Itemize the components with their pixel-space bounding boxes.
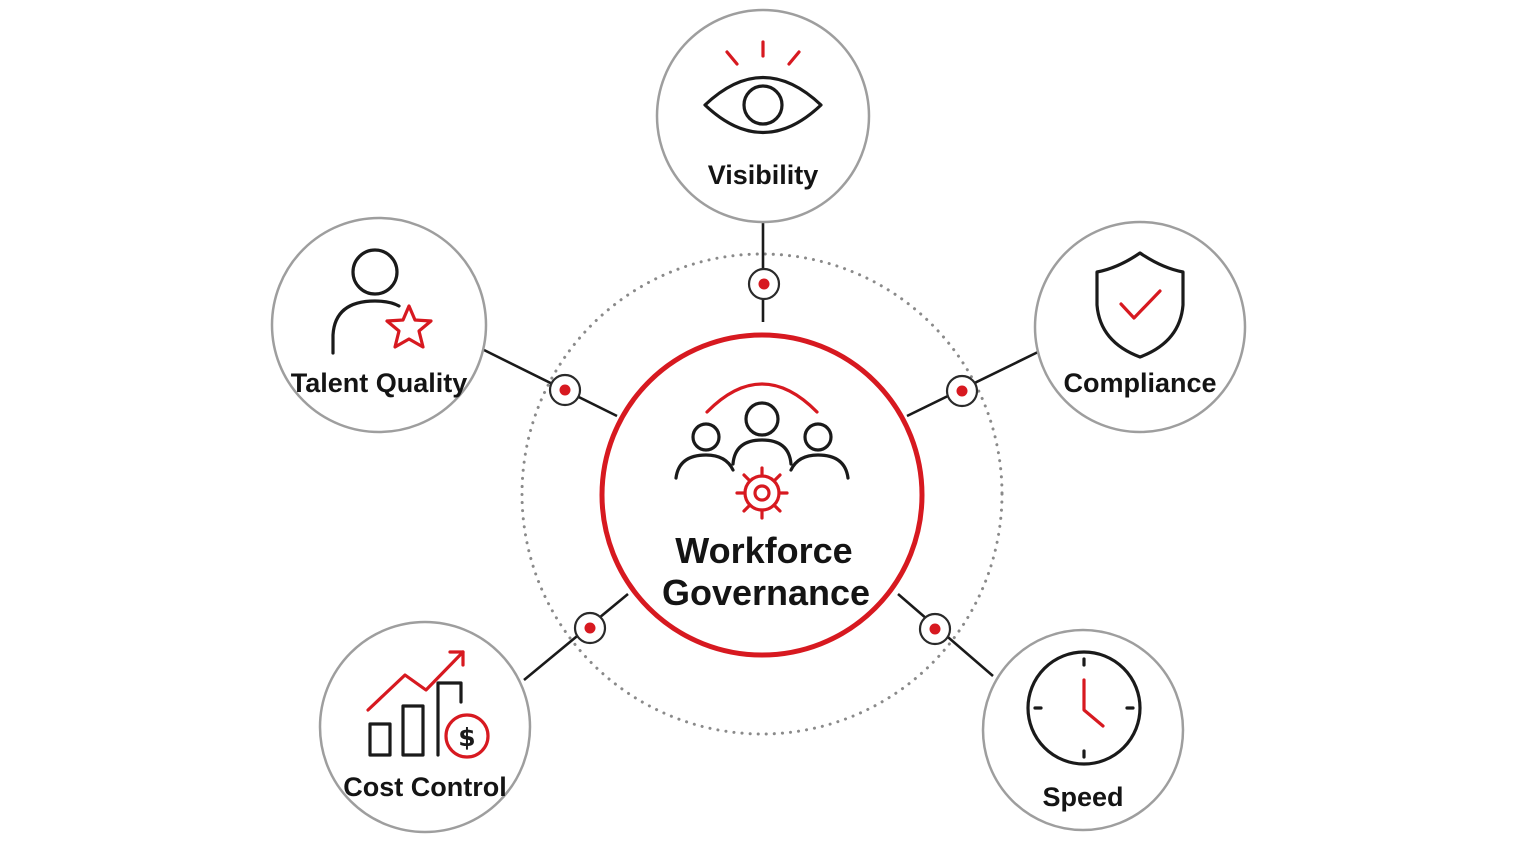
clock-icon (1026, 650, 1142, 766)
node-visibility: Visibility (655, 8, 871, 224)
hub: Workforce Governance (599, 332, 925, 658)
node-compliance: Compliance (1033, 220, 1247, 434)
node-label-compliance: Compliance (1063, 368, 1216, 398)
hub-title-line1: Workforce (675, 530, 852, 571)
team-gear-icon (674, 382, 850, 520)
node-speed: Speed (981, 628, 1185, 832)
junction-cost-control (573, 611, 607, 645)
node-label-visibility: Visibility (708, 160, 819, 190)
node-talent-quality: Talent Quality (270, 216, 488, 434)
node-cost-control: $ Cost Control (318, 620, 532, 834)
shield-check-icon (1095, 251, 1185, 359)
svg-text:$: $ (458, 723, 475, 752)
eye-icon (703, 40, 823, 134)
node-label-talent-quality: Talent Quality (291, 368, 468, 398)
connector-cost-control (523, 592, 629, 682)
junction-compliance (945, 374, 979, 408)
node-label-speed: Speed (1042, 782, 1123, 812)
person-star-icon (331, 248, 433, 355)
growth-chart-dollar-icon: $ (366, 650, 490, 759)
connector-talent-quality (481, 347, 618, 418)
hub-ring (599, 332, 925, 658)
junction-talent-quality (548, 373, 582, 407)
junction-visibility (747, 267, 781, 301)
junction-speed (918, 612, 952, 646)
orbit-ring (520, 252, 1004, 736)
hub-title-line2: Governance (662, 572, 870, 613)
node-label-cost-control: Cost Control (343, 772, 506, 802)
